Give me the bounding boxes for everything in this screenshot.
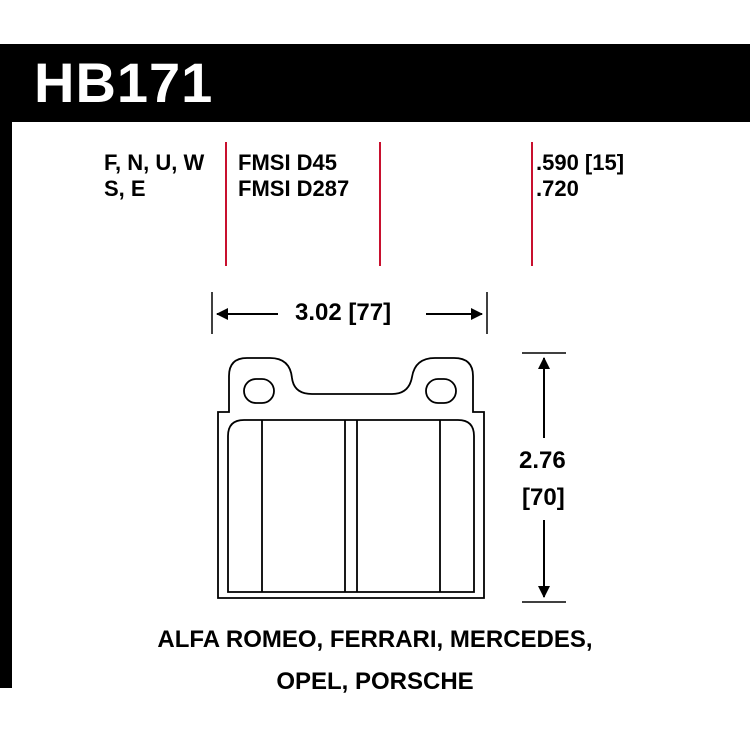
mounting-hole-right xyxy=(425,378,457,404)
friction-material xyxy=(227,419,475,593)
height-dimension-line xyxy=(522,352,566,603)
height-dimension-label-inches: 2.76 xyxy=(519,447,566,474)
divider-line-1 xyxy=(225,142,227,266)
fmsi-code-1: FMSI D45 xyxy=(238,150,338,175)
fmsi-code-2: FMSI D287 xyxy=(238,176,350,201)
height-dimension-label-mm: [70] xyxy=(522,484,565,511)
divider-line-2 xyxy=(379,142,381,266)
width-dimension-label: 3.02 [77] xyxy=(295,299,392,326)
compound-codes-line-1: F, N, U, W xyxy=(104,150,205,175)
width-dimension-line xyxy=(211,292,488,334)
left-border xyxy=(0,122,12,688)
applications-line-2: OPEL, PORSCHE xyxy=(276,668,474,695)
mounting-hole-left xyxy=(243,378,275,404)
brake-pad-outline xyxy=(217,357,485,599)
part-number: HB171 xyxy=(34,51,214,114)
divider-line-3 xyxy=(531,142,533,266)
header-bar xyxy=(0,44,750,122)
thickness-value-1: .590 [15] xyxy=(536,150,625,175)
thickness-value-2: .720 xyxy=(536,176,579,201)
compound-codes-line-2: S, E xyxy=(104,176,146,201)
applications-line-1: ALFA ROMEO, FERRARI, MERCEDES, xyxy=(157,626,593,653)
